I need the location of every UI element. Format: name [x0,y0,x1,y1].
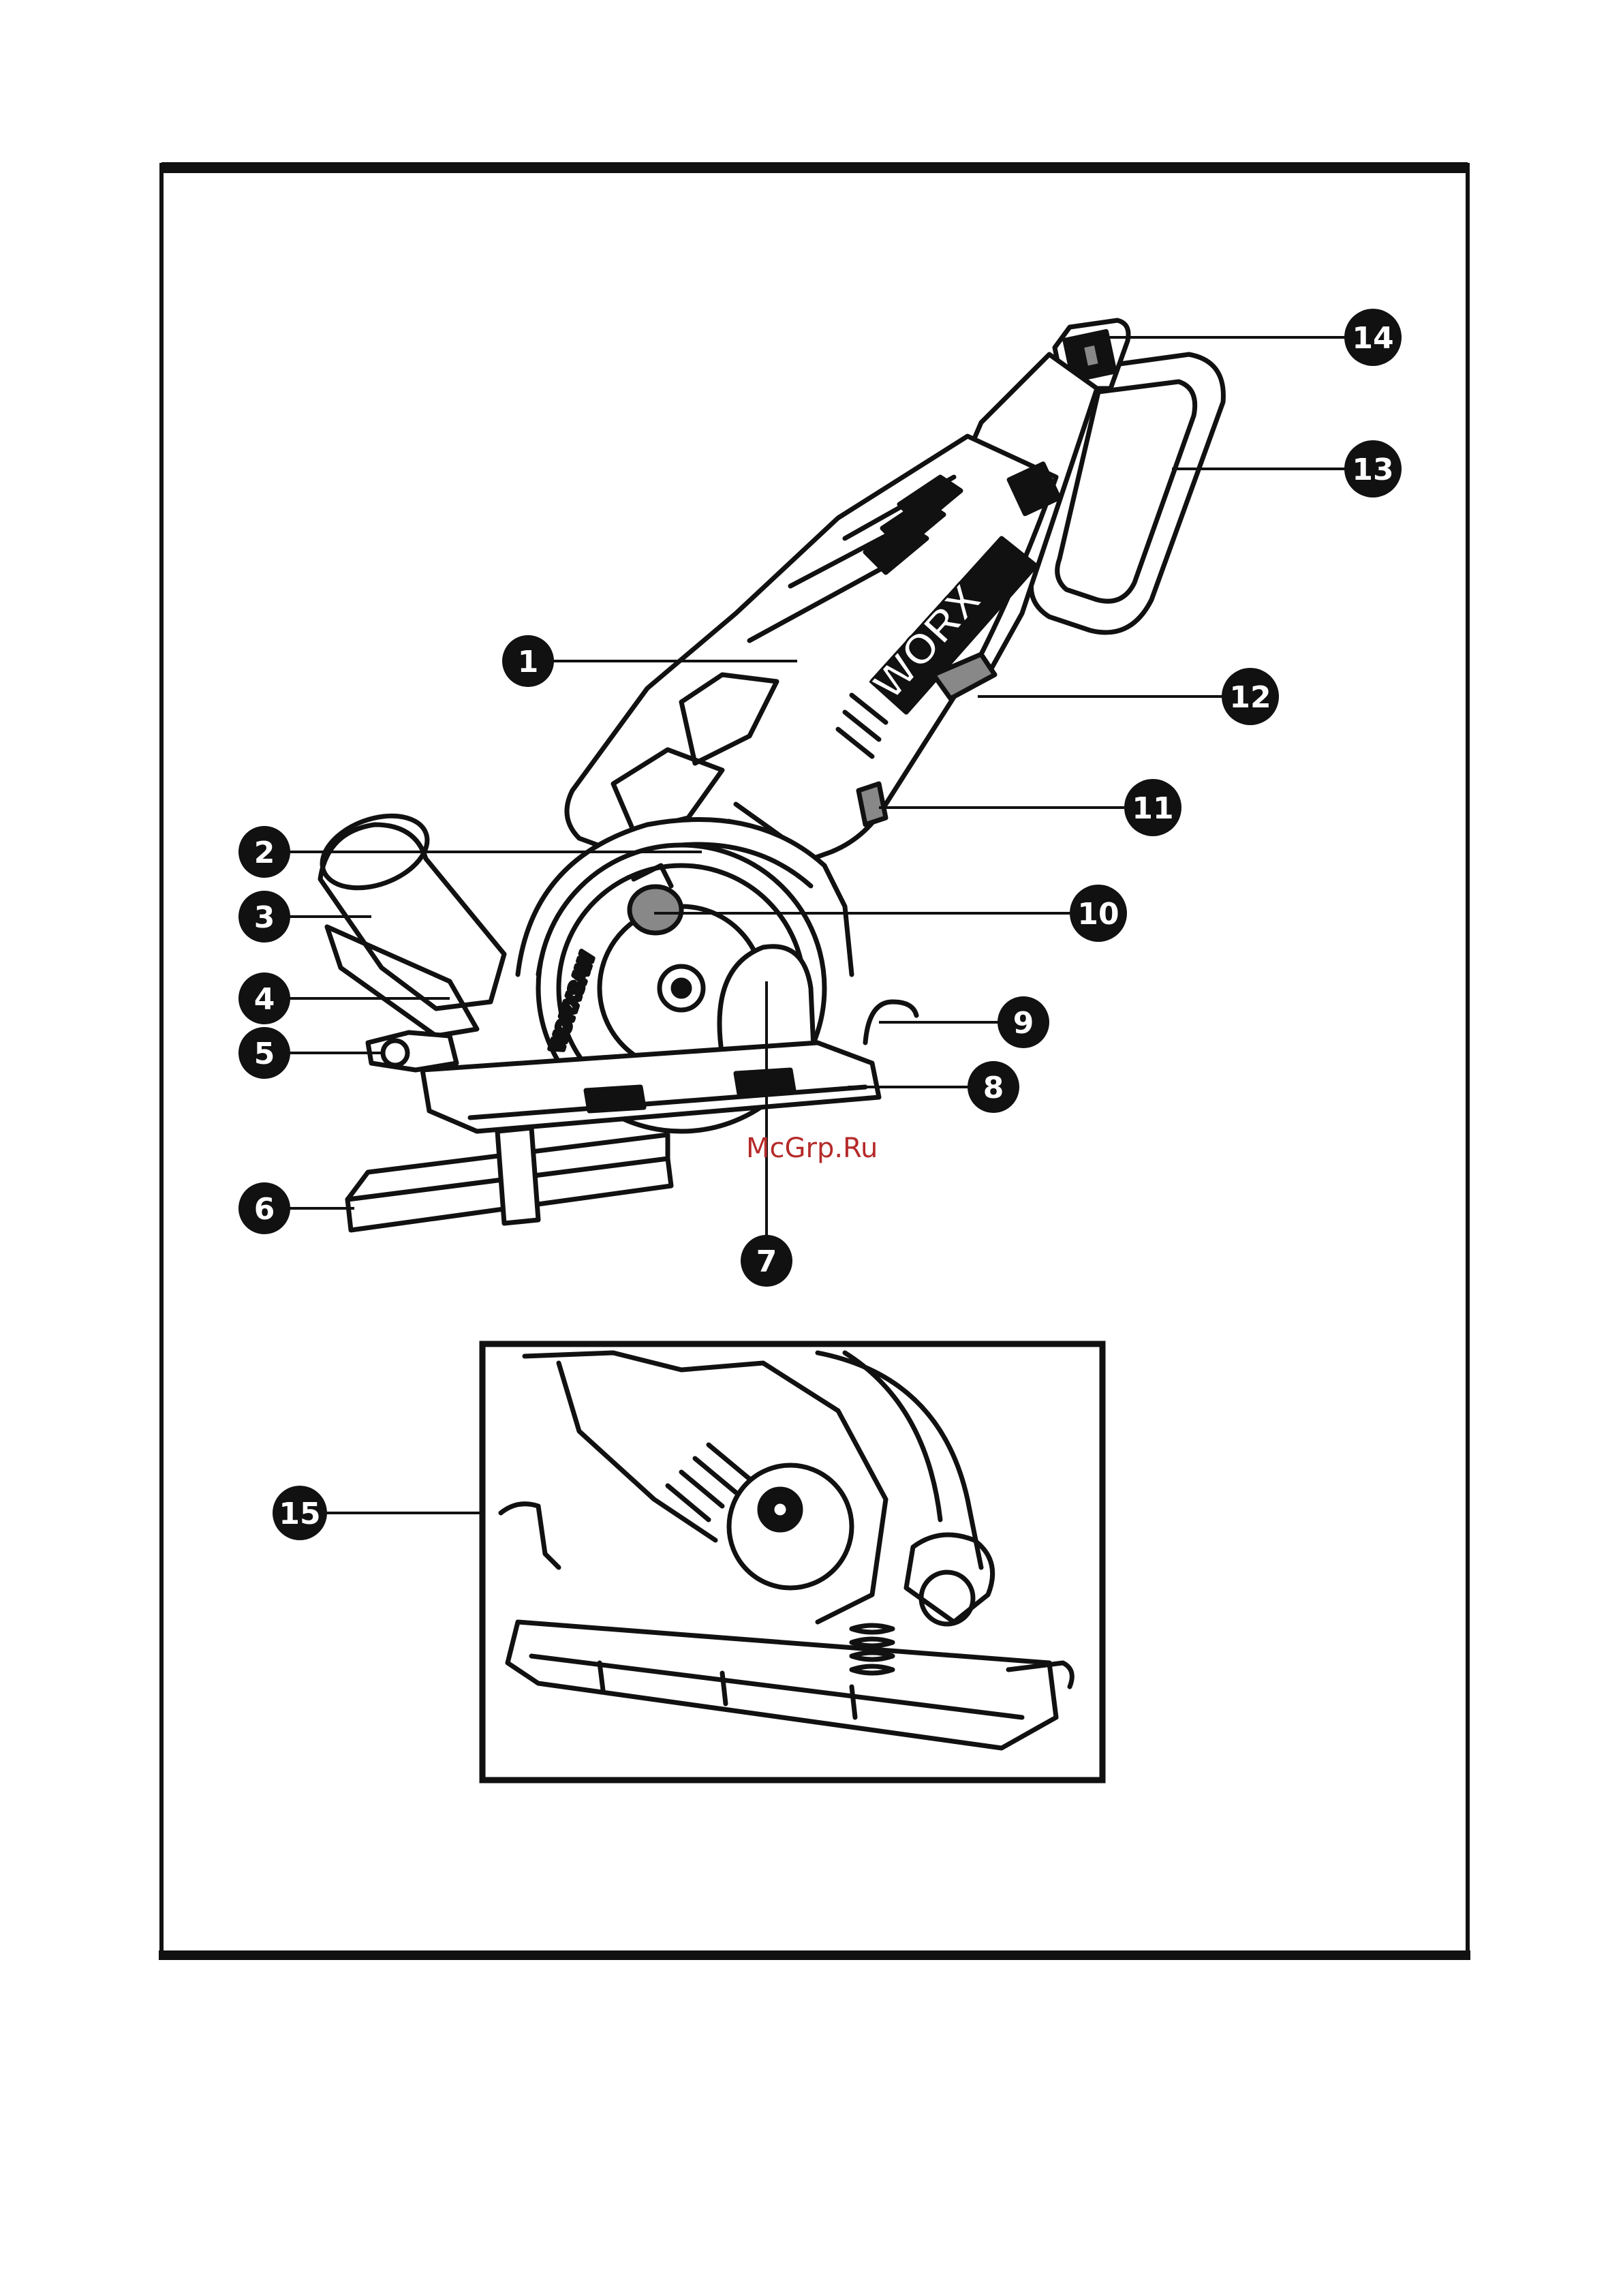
base-plate [422,1043,879,1131]
callout-badge-4: 4 [238,973,290,1024]
callout-number-4: 4 [254,982,275,1017]
callout-badge-12: 12 [1222,668,1279,725]
callout-number-14: 14 [1352,321,1393,356]
depth-lock-lever [368,1032,457,1070]
callout-number-8: 8 [983,1071,1004,1105]
watermark-text: McGrp.Ru [746,1133,878,1164]
callout-badge-2: 2 [238,826,290,878]
callout-number-13: 13 [1352,453,1393,487]
callout-badge-13: 13 [1344,440,1402,498]
callout-number-3: 3 [254,900,275,935]
inset-detail [482,1344,1102,1780]
callout-badge-6: 6 [238,1182,290,1234]
callout-number-5: 5 [254,1037,275,1071]
callout-badge-15: 15 [273,1486,327,1540]
callout-number-1: 1 [518,645,539,679]
trigger-switch [859,784,886,825]
parallel-guide [347,1128,671,1230]
callout-badge-11: 11 [1124,779,1181,836]
callout-number-15: 15 [279,1497,320,1531]
callout-badge-1: 1 [502,635,554,687]
callout-badge-9: 9 [998,996,1049,1048]
callout-number-9: 9 [1013,1006,1034,1041]
callout-number-12: 12 [1229,680,1271,715]
callout-badge-14: 14 [1344,309,1402,366]
callout-number-11: 11 [1132,791,1173,826]
callout-number-6: 6 [254,1192,275,1227]
callout-badge-3: 3 [238,891,290,943]
dust-extraction-port [312,803,504,1036]
callout-badge-7: 7 [741,1235,792,1287]
callout-badge-10: 10 [1070,885,1127,942]
callout-number-2: 2 [254,836,275,870]
callout-badge-5: 5 [238,1027,290,1079]
callout-number-10: 10 [1077,897,1119,932]
callout-badge-8: 8 [968,1061,1019,1113]
callout-number-7: 7 [756,1244,777,1279]
